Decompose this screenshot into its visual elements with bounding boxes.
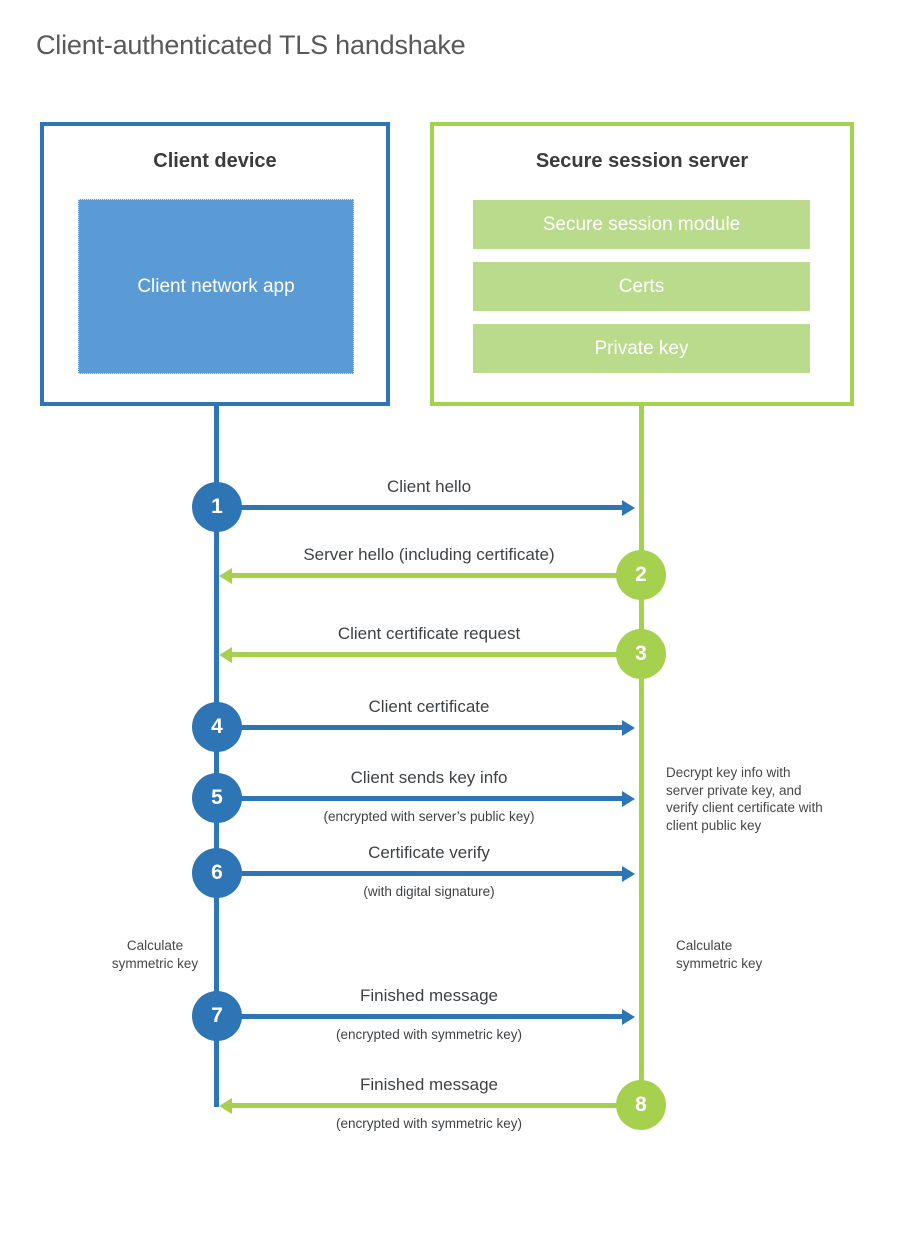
client-lifeline	[214, 406, 219, 1107]
step-sublabel: (with digital signature)	[363, 884, 495, 899]
step-label: Server hello (including certificate)	[303, 545, 555, 564]
arrow-right-icon	[219, 719, 635, 736]
step-number-badge: 2	[616, 550, 666, 600]
step-sublabel: (encrypted with server’s public key)	[323, 809, 535, 824]
client-network-app-box: Client network app	[78, 199, 354, 374]
arrow-right-icon	[219, 1008, 635, 1025]
step-number-badge: 8	[616, 1080, 666, 1130]
arrow-left-icon	[219, 567, 641, 584]
step-label: Client certificate	[368, 697, 490, 716]
calculate-symmetric-key-note-client: Calculate symmetric key	[111, 938, 199, 971]
step-number-badge: 5	[192, 773, 242, 823]
step-sublabel: (encrypted with symmetric key)	[335, 1116, 523, 1131]
step-label: Client certificate request	[337, 624, 521, 643]
secure-session-server-box: Secure session server Secure session mod…	[430, 122, 854, 406]
server-module-secure-session: Secure session module	[473, 200, 810, 249]
arrow-right-icon	[219, 790, 635, 807]
client-device-title: Client device	[153, 150, 277, 172]
step-label: Finished message	[360, 986, 498, 1005]
page-title: Client-authenticated TLS handshake	[36, 30, 466, 60]
step-label: Certificate verify	[368, 843, 490, 862]
arrow-right-icon	[219, 865, 635, 882]
step-number-badge: 7	[192, 991, 242, 1041]
step-number-badge: 1	[192, 482, 242, 532]
decrypt-key-note: Decrypt key info with server private key…	[666, 765, 823, 833]
calculate-symmetric-key-note-server: Calculate symmetric key	[676, 938, 763, 971]
step-number-badge: 4	[192, 702, 242, 752]
step-number-badge: 6	[192, 848, 242, 898]
step-sublabel: (encrypted with symmetric key)	[335, 1027, 523, 1042]
arrow-left-icon	[219, 646, 641, 663]
server-module-certs: Certs	[473, 262, 810, 311]
step-label: Client hello	[386, 477, 472, 496]
client-device-box: Client device Client network app	[40, 122, 390, 406]
step-label: Client sends key info	[350, 768, 508, 787]
step-label: Finished message	[360, 1075, 498, 1094]
step-number-badge: 3	[616, 629, 666, 679]
server-lifeline	[639, 406, 644, 1107]
arrow-left-icon	[219, 1097, 641, 1114]
server-module-private-key: Private key	[473, 324, 810, 373]
client-network-app-label: Client network app	[137, 276, 295, 297]
arrow-right-icon	[219, 499, 635, 516]
secure-session-server-title: Secure session server	[535, 150, 749, 172]
